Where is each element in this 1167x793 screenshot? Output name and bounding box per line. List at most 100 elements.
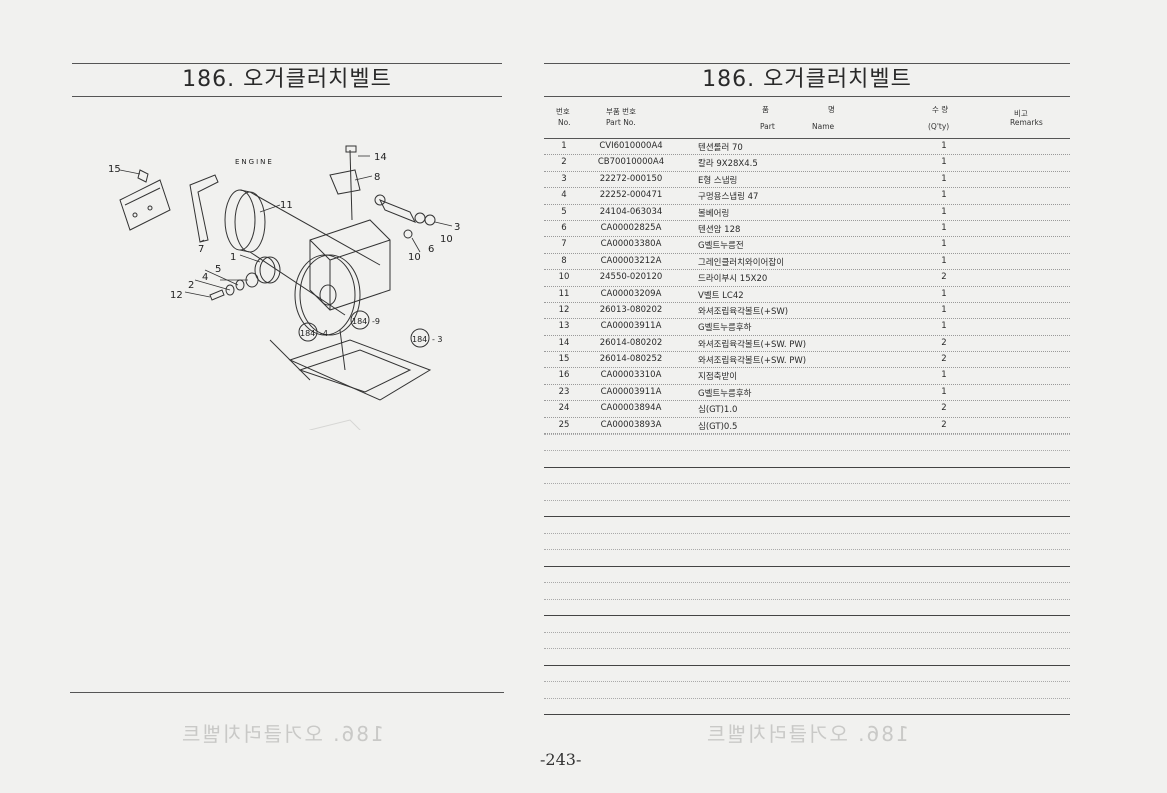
empty-row-line xyxy=(544,451,1070,468)
callout-10b: 10 xyxy=(408,252,421,263)
callout-4: 4 xyxy=(202,272,208,283)
ref-suffix-3: - 3 xyxy=(432,335,443,344)
row-part-name: 와셔조립육각볼트(+SW) xyxy=(698,306,789,317)
table-row: 11 CA00003209A V벨트 LC42 1 xyxy=(544,287,1070,303)
empty-row-line xyxy=(544,550,1070,567)
left-page-title: 186. 오거클러치벨트 xyxy=(72,63,502,97)
row-number: 4 xyxy=(561,190,567,201)
row-quantity: 1 xyxy=(941,288,947,299)
callout-10a: 10 xyxy=(440,234,453,245)
row-part-number: 26014-080252 xyxy=(599,354,663,365)
right-bleed-through-text: 186. 오거클러치벨트 xyxy=(705,722,909,746)
row-part-name: G벨트누름후하 xyxy=(698,323,752,334)
row-quantity: 1 xyxy=(941,222,947,233)
row-quantity: 2 xyxy=(941,403,947,414)
row-number: 6 xyxy=(561,222,567,233)
parts-table: 번호 No. 부품 번호 Part No. 품 명 Part Name 수 량 … xyxy=(544,100,1070,435)
row-part-number: CA00003911A xyxy=(600,386,662,397)
row-number: 12 xyxy=(558,304,570,315)
page-number: -243- xyxy=(540,750,582,769)
row-part-name: 그레인클러치와이어잡이 xyxy=(698,257,785,268)
empty-row-line xyxy=(544,468,1070,484)
row-number: 11 xyxy=(558,288,570,299)
row-part-name: 와셔조립육각볼트(+SW. PW) xyxy=(698,356,807,367)
header-no-kr: 번호 xyxy=(556,107,570,116)
row-quantity: 1 xyxy=(941,190,947,201)
header-remarks-kr: 비고 xyxy=(1014,109,1028,118)
row-part-name: 텐션롤러 70 xyxy=(698,143,743,153)
row-quantity: 1 xyxy=(941,239,947,250)
row-quantity: 2 xyxy=(941,419,947,430)
row-quantity: 2 xyxy=(941,354,947,365)
empty-row-line xyxy=(544,534,1070,550)
empty-row-line xyxy=(544,699,1070,715)
row-number: 25 xyxy=(558,419,570,430)
empty-row-line xyxy=(544,567,1070,583)
row-part-name: 칼라 9X28X4.5 xyxy=(698,159,758,170)
row-number: 2 xyxy=(561,157,567,168)
row-number: 7 xyxy=(561,239,567,250)
left-page: 186. 오거클러치벨트 xyxy=(0,0,540,793)
callout-14: 14 xyxy=(374,152,387,163)
empty-row-line xyxy=(544,633,1070,649)
row-part-number: CA00003893A xyxy=(600,419,662,430)
row-part-name: 구멍용스냅링 47 xyxy=(698,192,759,203)
header-no-en: No. xyxy=(558,118,571,127)
right-page: 186. 오거클러치벨트 번호 No. 부품 번호 Part No. 품 명 P… xyxy=(540,0,1167,793)
empty-row-line xyxy=(544,501,1070,517)
callout-8: 8 xyxy=(374,172,380,183)
row-part-name: 텐션암 128 xyxy=(698,224,741,235)
row-number: 8 xyxy=(561,255,567,266)
empty-row-line xyxy=(544,649,1070,666)
callout-1: 1 xyxy=(230,252,236,263)
header-name-kr-1: 품 xyxy=(762,105,769,114)
row-part-number: CA00003380A xyxy=(600,239,662,250)
callout-11: 11 xyxy=(280,200,293,211)
row-part-name: 지점축받이 xyxy=(698,372,738,383)
row-quantity: 1 xyxy=(941,206,947,217)
row-part-number: CA00003310A xyxy=(600,370,662,381)
row-number: 13 xyxy=(558,321,570,332)
row-part-number: 24550-020120 xyxy=(599,272,663,283)
row-quantity: 1 xyxy=(941,386,947,397)
header-qty-kr: 수 량 xyxy=(932,105,949,114)
row-part-name: 심(GT)0.5 xyxy=(698,421,738,432)
empty-row-line xyxy=(544,666,1070,682)
empty-row-line xyxy=(544,418,1070,435)
exploded-parts-diagram: 15 14 8 11 3 10 6 10 7 1 5 4 2 12 ENGINE… xyxy=(108,145,460,430)
row-part-number: CA00002825A xyxy=(600,222,662,233)
row-number: 3 xyxy=(561,173,567,184)
callout-7: 7 xyxy=(198,244,204,255)
row-number: 10 xyxy=(558,272,570,283)
row-number: 14 xyxy=(558,337,570,348)
callout-5: 5 xyxy=(215,264,221,275)
row-part-name: 드라이부시 15X20 xyxy=(698,274,768,285)
empty-row-line xyxy=(544,583,1070,600)
header-part-en: Part No. xyxy=(606,118,636,127)
row-part-number: CVI6010000A4 xyxy=(599,141,663,151)
empty-row-line xyxy=(544,682,1070,699)
row-part-name: 볼베어링 xyxy=(698,208,730,219)
row-quantity: 1 xyxy=(941,173,947,184)
ref-184-a: 184 xyxy=(300,329,315,338)
row-quantity: 1 xyxy=(941,141,947,151)
row-number: 16 xyxy=(558,370,570,381)
row-part-number: 22252-000471 xyxy=(599,190,663,201)
table-header: 번호 No. 부품 번호 Part No. 품 명 Part Name 수 량 … xyxy=(544,100,1070,139)
row-part-number: 26013-080202 xyxy=(599,304,663,315)
row-number: 1 xyxy=(561,141,567,151)
row-part-number: 24104-063034 xyxy=(599,206,663,217)
row-part-number: CA00003209A xyxy=(600,288,662,299)
callout-2: 2 xyxy=(188,280,194,291)
ref-184-b: 184 xyxy=(352,317,367,326)
header-name-en-2: Name xyxy=(812,122,835,131)
row-part-number: 22272-000150 xyxy=(599,173,663,184)
row-part-name: V벨트 LC42 xyxy=(698,290,744,301)
